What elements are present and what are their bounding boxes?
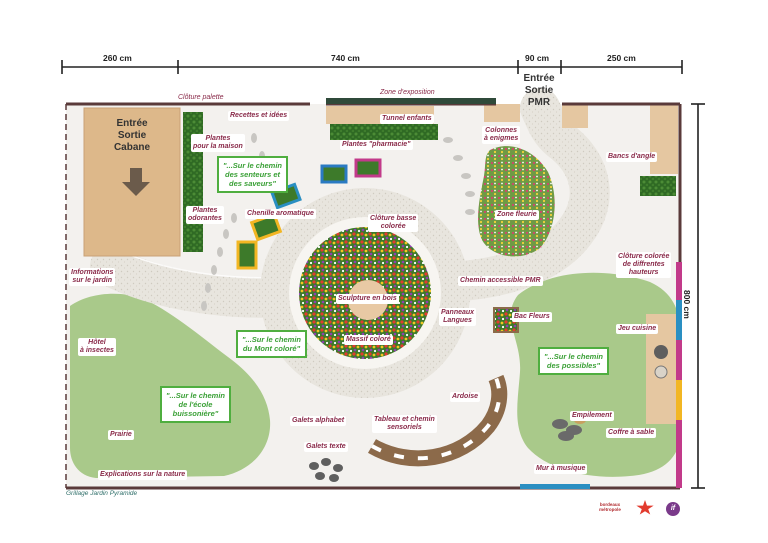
label-plantes-pharmacie: Plantes "pharmacie": [340, 140, 413, 150]
mur-musique-bar: [520, 484, 590, 489]
chenille-box-4: [320, 164, 348, 184]
label-tunnel: Tunnel enfants: [380, 114, 434, 124]
colored-fence-2: [676, 300, 682, 340]
zone-mont-colore: "...Sur le chemin du Mont coloré": [236, 330, 307, 358]
label-panneaux: Panneaux Langues: [439, 308, 477, 326]
label-sculpture: Sculpture en bois: [336, 294, 399, 304]
sensory-path-white: [370, 377, 502, 461]
zone-exposition-label: Zone d'exposition: [380, 89, 435, 96]
label-plantes-maison: Plantes pour la maison: [191, 134, 245, 152]
grillage-label: Grillage Jardin Pyramide: [66, 490, 138, 497]
zone-exposition-bar: [326, 98, 496, 104]
chenille-box-5: [354, 158, 382, 178]
zone-fleurie-bed: [478, 146, 555, 257]
label-empilement: Empilement: [570, 411, 614, 421]
hedge-maison: [183, 112, 203, 252]
label-cloture-coloree: Clôture colorée de diffrentes hauteurs: [616, 252, 672, 278]
label-chemin-pmr: Chemin accessible PMR: [458, 276, 543, 286]
label-prairie: Prairie: [108, 430, 134, 440]
zone-possibles: "...Sur le chemin des possibles": [538, 347, 609, 375]
label-mur-musique: Mur à musique: [534, 464, 588, 474]
colored-fence: [676, 262, 682, 488]
chenille-box-1: [236, 240, 258, 270]
cooking-plate-2: [654, 365, 668, 379]
label-informations: Informations sur le jardin: [69, 268, 116, 286]
label-plantes-odorantes: Plantes odorantes: [186, 206, 224, 224]
dim-800: 800 cm: [682, 290, 692, 319]
dim-250: 250 cm: [607, 53, 636, 63]
bench-right: [650, 104, 678, 174]
colonnes-board: [484, 104, 520, 122]
label-bac-fleurs: Bac Fleurs: [512, 312, 552, 322]
label-hotel: Hôtel à insectes: [78, 338, 116, 356]
label-tableau: Tableau et chemin sensoriels: [372, 415, 437, 433]
dim-740: 740 cm: [331, 53, 360, 63]
entrance-arrow-icon: [122, 168, 150, 196]
label-bancs: Bancs d'angle: [606, 152, 658, 162]
label-galets-texte: Galets texte: [304, 442, 348, 452]
cooking-plate-1: [654, 345, 668, 359]
label-galets-alphabet: Galets alphabet: [290, 416, 347, 426]
zone-ecole: "...Sur le chemin de l'école buissonière…: [160, 386, 231, 423]
colored-fence-3: [676, 380, 682, 420]
bench-top: [562, 104, 588, 128]
label-explications: Explications sur la nature: [98, 470, 188, 480]
label-colonnes: Colonnes à enigmes: [482, 126, 521, 144]
logo-bordeaux-metropole: bordeaux métropole: [599, 502, 621, 512]
label-chenille: Chenille aromatique: [245, 209, 316, 219]
bancs-bed: [640, 176, 676, 196]
dim-260: 260 cm: [103, 53, 132, 63]
label-jeu-cuisine: Jeu cuisine: [616, 324, 659, 334]
label-recettes: Recettes et idées: [228, 111, 290, 121]
dimension-lines: [61, 60, 705, 489]
stepping-stones: [201, 133, 475, 311]
hedge-pharmacie: [330, 124, 438, 140]
logo-if-badge: if: [666, 502, 680, 516]
label-coffre: Coffre à sable: [606, 428, 657, 438]
label-cloture-basse: Clôture basse colorée: [368, 214, 419, 232]
zone-senteurs: "...Sur le chemin des senteurs et des sa…: [217, 156, 288, 193]
label-massif: Massif coloré: [344, 335, 393, 345]
dim-90: 90 cm: [525, 53, 550, 63]
cabane-floor: [83, 107, 181, 257]
entree-cabane: Entrée Sortie Cabane: [113, 118, 151, 153]
cloture-palette-label: Clôture palette: [178, 94, 224, 101]
entree-pmr: Entrée Sortie PMR: [523, 73, 555, 108]
label-ardoise: Ardoise: [450, 392, 481, 402]
label-zone-fleurie: Zone fleurie: [495, 210, 539, 220]
galets-texte-stones: [309, 458, 343, 482]
